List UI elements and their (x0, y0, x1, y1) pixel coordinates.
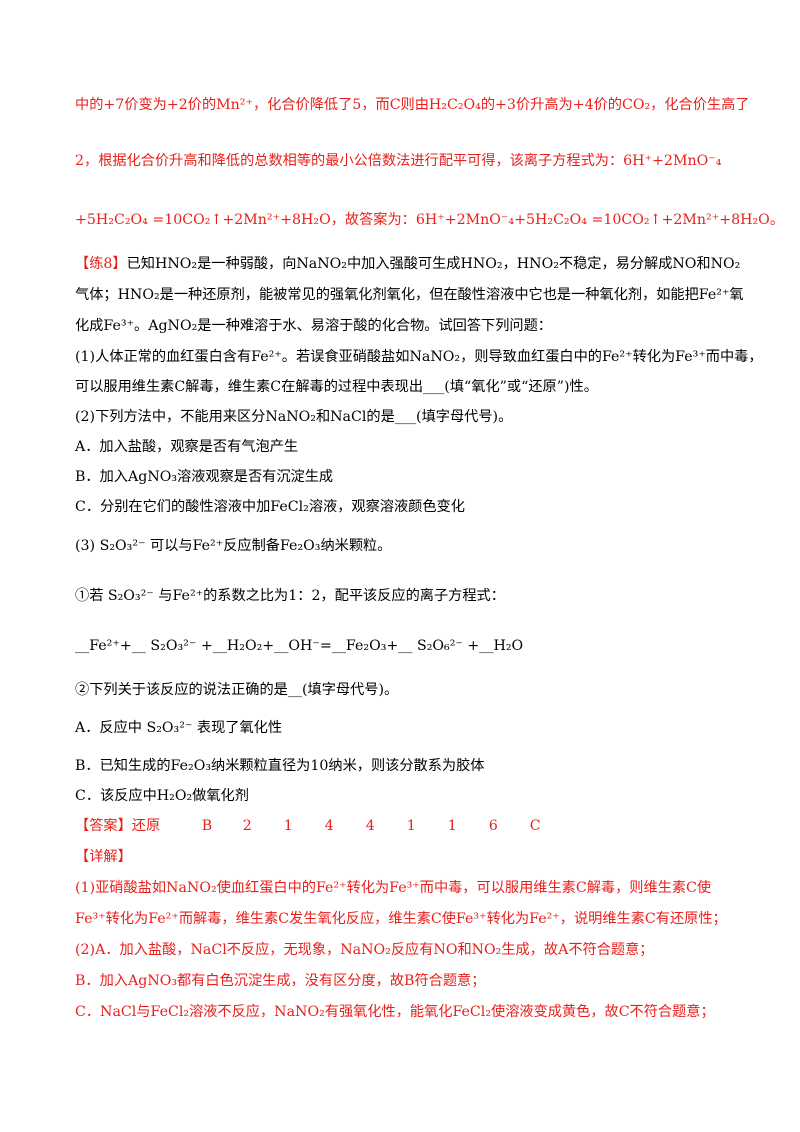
detail-line-3: (2)A．加入盐酸，NaCl不反应，无现象，NaNO₂反应有NO和NO₂生成，故… (75, 942, 654, 958)
solution-line-1: 中的+7价变为+2价的Mn²⁺，化合价降低了5，而C则由H₂C₂O₄的+3价升高… (75, 97, 750, 113)
answer-label: 【答案】 (75, 818, 132, 834)
question-line-3: 化成Fe³⁺。AgNO₂是一种难溶于水、易溶于酸的化合物。试回答下列问题： (75, 318, 552, 334)
detail-line-2: Fe³⁺转化为Fe²⁺而解毒，维生素C发生氧化反应，维生素C使Fe³⁺转化为Fe… (75, 911, 727, 927)
answer-value: 2 (242, 818, 252, 834)
equation-blank-line: __Fe²⁺+__ S₂O₃²⁻ +__H₂O₂+__OH⁻=__Fe₂O₃+_… (75, 638, 524, 654)
question-part-1-line-1: (1)人体正常的血红蛋白含有Fe²⁺。若误食亚硝酸盐如NaNO₂，则导致血红蛋白… (75, 349, 763, 365)
detail-line-1: (1)亚硝酸盐如NaNO₂使血红蛋白中的Fe²⁺转化为Fe³⁺而中毒，可以服用维… (75, 880, 712, 896)
option-b: B．加入AgNO₃溶液观察是否有沉淀生成 (75, 469, 334, 485)
answer-value: 1 (406, 818, 416, 834)
answer-value: B (201, 818, 213, 834)
answer-value: 4 (365, 818, 375, 834)
question-part-2: (2)下列方法中，不能用来区分NaNO₂和NaCl的是___(填字母代号)。 (75, 409, 513, 425)
question-text-1: 已知HNO₂是一种弱酸，向NaNO₂中加入强酸可生成HNO₂，HNO₂不稳定，易… (126, 256, 741, 272)
answer-line: 【答案】还原 B 2 1 4 4 1 1 6 C (75, 817, 541, 835)
answer-value: 4 (324, 818, 334, 834)
sub-question-1: ①若 S₂O₃²⁻ 与Fe²⁺的系数之比为1：2，配平该反应的离子方程式： (75, 588, 505, 604)
option-a-2: A．反应中 S₂O₃²⁻ 表现了氧化性 (75, 720, 283, 736)
answer-value: 6 (488, 818, 498, 834)
answer-value: 1 (283, 818, 293, 834)
solution-line-2: 2，根据化合价升高和降低的总数相等的最小公倍数法进行配平可得，该离子方程式为：6… (75, 153, 722, 169)
answer-value: C (529, 818, 541, 834)
solution-line-3: +5H₂C₂O₄ =10CO₂↑+2Mn²⁺+8H₂O，故答案为：6H⁺+2Mn… (75, 212, 785, 228)
question-label: 【练8】 (75, 256, 127, 272)
option-b-2: B．已知生成的Fe₂O₃纳米颗粒直径为10纳米，则该分散系为胶体 (75, 758, 485, 774)
option-c: C．分别在它们的酸性溶液中加FeCl₂溶液，观察溶液颜色变化 (75, 499, 465, 515)
detail-label: 【详解】 (75, 849, 132, 865)
question-part-1-line-2: 可以服用维生素C解毒，维生素C在解毒的过程中表现出___(填“氧化”或“还原”)… (75, 379, 598, 395)
question-line-1: 【练8】已知HNO₂是一种弱酸，向NaNO₂中加入强酸可生成HNO₂，HNO₂不… (75, 255, 740, 273)
answer-value: 还原 (131, 818, 161, 834)
option-a: A．加入盐酸，观察是否有气泡产生 (75, 439, 299, 455)
question-line-2: 气体；HNO₂是一种还原剂，能被常见的强氧化剂氧化，但在酸性溶液中它也是一种氧化… (75, 287, 744, 303)
question-part-3: (3) S₂O₃²⁻ 可以与Fe²⁺反应制备Fe₂O₃纳米颗粒。 (75, 538, 392, 554)
sub-question-2: ②下列关于该反应的说法正确的是__(填字母代号)。 (75, 682, 399, 698)
option-c-2: C．该反应中H₂O₂做氧化剂 (75, 788, 249, 804)
answer-value: 1 (447, 818, 457, 834)
detail-line-5: C．NaCl与FeCl₂溶液不反应，NaNO₂有强氧化性，能氧化FeCl₂使溶液… (75, 1004, 715, 1020)
detail-line-4: B．加入AgNO₃都有白色沉淀生成，没有区分度，故B符合题意； (75, 973, 486, 989)
